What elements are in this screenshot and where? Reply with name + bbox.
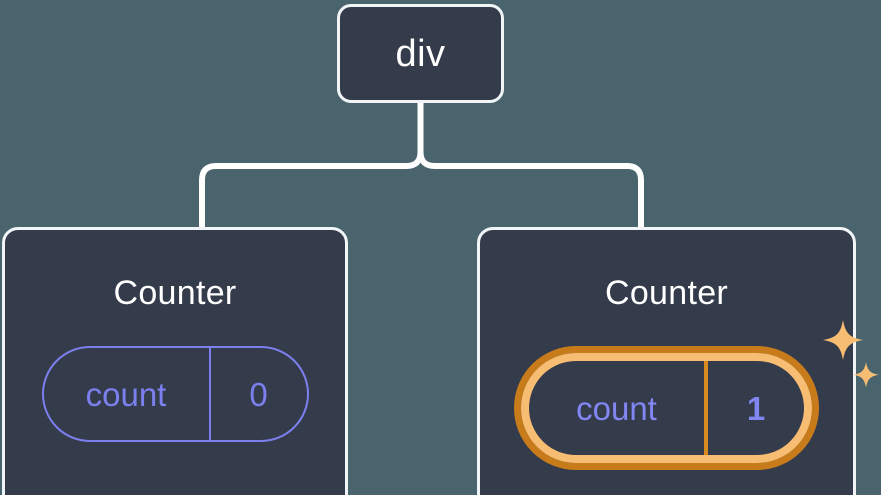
state-value-label-left: 0 — [208, 348, 307, 440]
state-key-label-right: count — [576, 389, 657, 427]
state-pill-wrapper-right: count 1 — [514, 320, 879, 470]
connector-to-counter-left — [199, 151, 424, 229]
node-div[interactable]: div — [337, 4, 504, 103]
node-counter-right-title: Counter — [604, 274, 729, 312]
state-key-label-left: count — [85, 375, 167, 413]
state-pill-count-left[interactable]: count 0 — [41, 346, 309, 442]
state-value-label-right: 1 — [704, 361, 804, 455]
node-counter-left-title: Counter — [113, 274, 237, 312]
state-pill-wrapper-left: count 0 — [41, 346, 309, 442]
state-pill-count-right[interactable]: count 1 — [521, 353, 812, 463]
node-div-label: div — [395, 32, 446, 75]
sparkle-large-icon — [823, 320, 863, 360]
sparkle-group — [823, 320, 879, 388]
state-pill-count-right-highlight-ring: count 1 — [514, 346, 819, 470]
sparkle-small-icon — [853, 362, 879, 388]
node-counter-left[interactable]: Counter count 0 — [2, 227, 348, 495]
connector-to-counter-right — [417, 151, 644, 229]
node-counter-right[interactable]: Counter count 1 — [477, 227, 879, 495]
